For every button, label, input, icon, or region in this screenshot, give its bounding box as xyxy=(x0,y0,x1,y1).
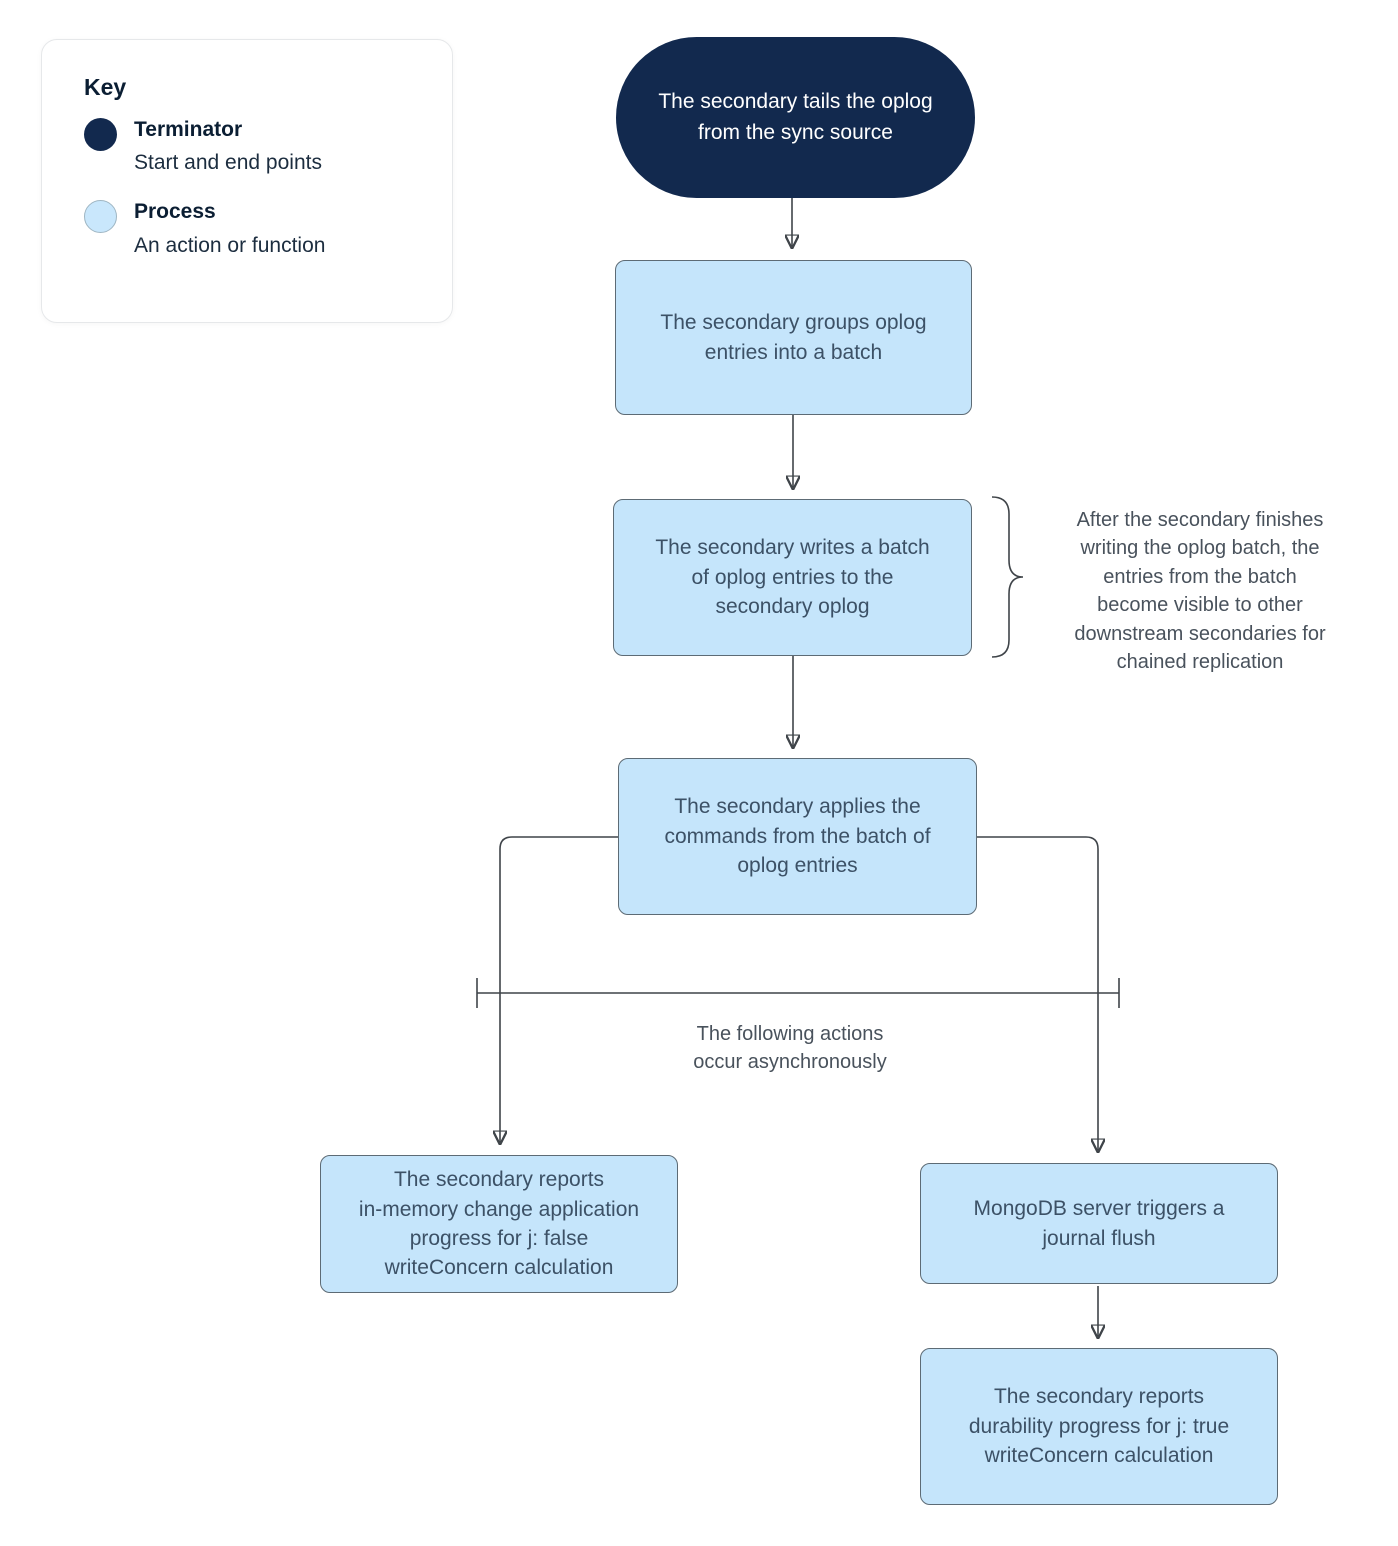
node-report-memory-text: The secondary reports in-memory change a… xyxy=(358,1168,640,1280)
node-write-batch-text: The secondary writes a batch of oplog en… xyxy=(655,536,930,619)
node-apply-commands-text: The secondary applies the commands from … xyxy=(664,795,931,878)
key-process-description: An action or function xyxy=(134,233,326,257)
branch-left-line xyxy=(500,836,618,1142)
key-process-label: Process xyxy=(134,200,216,224)
branch-right-line xyxy=(977,836,1098,1150)
annotation-oplog-visibility: After the secondary finishes writing the… xyxy=(1074,509,1326,673)
node-report-durability-text: The secondary reports durability progres… xyxy=(968,1385,1230,1468)
key-panel: Key Terminator Start and end points Proc… xyxy=(41,39,453,323)
curly-brace xyxy=(991,496,1024,658)
key-terminator-description: Start and end points xyxy=(134,151,322,175)
terminator-swatch-icon xyxy=(84,118,117,151)
key-item-process: Process An action or function xyxy=(84,199,428,257)
node-start-text: The secondary tails the oplog from the s… xyxy=(658,90,933,144)
node-group-batch-text: The secondary groups oplog entries into … xyxy=(660,311,927,364)
process-swatch-icon xyxy=(84,200,117,234)
key-item-terminator: Terminator Start and end points xyxy=(84,117,428,175)
node-report-memory: The secondary reports in-memory change a… xyxy=(320,1155,678,1293)
node-group-batch: The secondary groups oplog entries into … xyxy=(615,260,972,415)
node-journal-flush-text: MongoDB server triggers a journal flush xyxy=(973,1197,1225,1250)
annotation-async-note: The following actions occur asynchronous… xyxy=(693,1023,887,1074)
node-start-terminator: The secondary tails the oplog from the s… xyxy=(616,37,975,198)
key-title: Key xyxy=(84,74,127,100)
key-terminator-label: Terminator xyxy=(134,118,243,141)
node-write-batch: The secondary writes a batch of oplog en… xyxy=(613,499,972,656)
node-apply-commands: The secondary applies the commands from … xyxy=(618,758,977,915)
node-journal-flush: MongoDB server triggers a journal flush xyxy=(920,1163,1278,1284)
node-report-durability: The secondary reports durability progres… xyxy=(920,1348,1278,1505)
